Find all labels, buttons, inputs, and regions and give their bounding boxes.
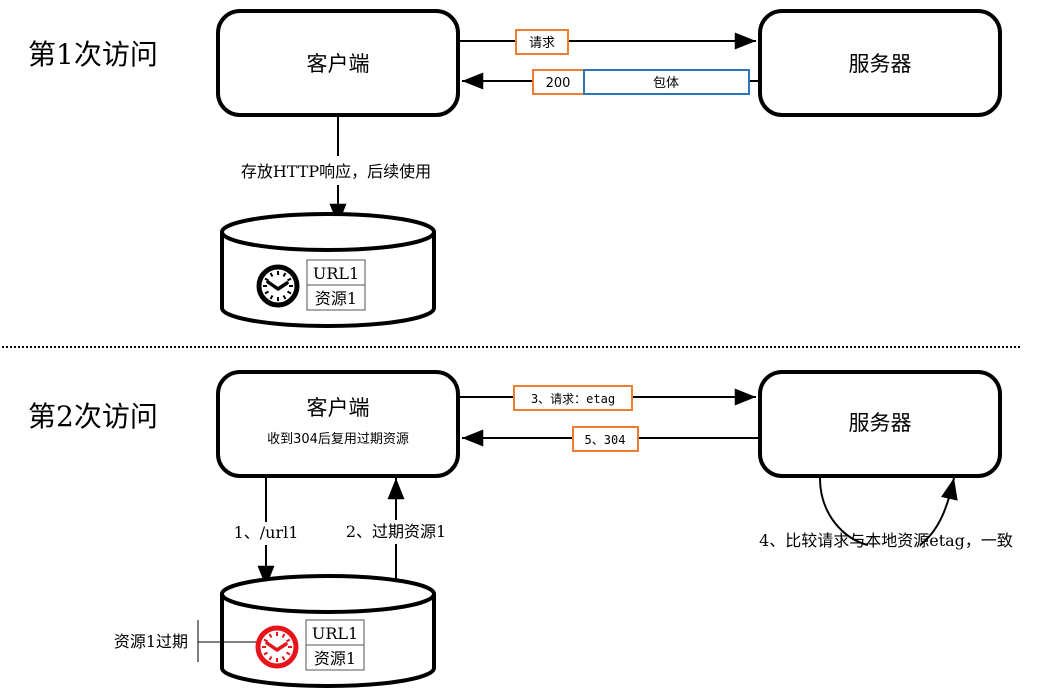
- lookup-label: 1、/url1: [234, 523, 299, 542]
- cache-entry: URL1 资源1: [305, 619, 365, 671]
- expired-note: 资源1过期: [114, 632, 188, 651]
- client-sublabel: 收到304后复用过期资源: [267, 432, 409, 447]
- server-node-2: 服务器: [758, 370, 1002, 478]
- store-label: 存放HTTP响应，后续使用: [241, 162, 431, 181]
- server-compare-label: 4、比较请求与本地资源etag，一致: [759, 531, 1013, 550]
- svg-text:200: 200: [546, 76, 571, 91]
- expired-clock-icon: [255, 625, 299, 669]
- visit-2-section: 第2次访问 客户端 收到304后复用过期资源 服务器 3、请求：etag 5、3…: [28, 370, 1013, 688]
- visit-2-title: 第2次访问: [28, 400, 158, 433]
- cache-entry: URL1 资源1: [306, 259, 366, 311]
- server-label: 服务器: [849, 411, 912, 435]
- clock-icon: [256, 264, 300, 308]
- svg-text:5、304: 5、304: [585, 433, 626, 447]
- compare-loop-arrow: [919, 477, 958, 546]
- cache-store-2: 资源1过期 URL1 资源1: [114, 574, 436, 688]
- server-node-1: 服务器: [758, 9, 1002, 117]
- client-node-2: 客户端 收到304后复用过期资源: [216, 370, 460, 478]
- cache-entry-key: URL1: [312, 624, 358, 643]
- svg-text:包体: 包体: [653, 76, 679, 91]
- client-node-1: 客户端: [216, 9, 460, 117]
- cache-entry-value: 资源1: [315, 289, 357, 308]
- visit-1-section: 第1次访问 客户端 服务器 请求 200 包体 存放HTTP响: [28, 9, 1002, 328]
- response-status-tag: 200: [532, 69, 585, 95]
- compare-loop-left: [819, 477, 869, 546]
- response-body-tag: 包体: [583, 69, 750, 95]
- visit-1-title: 第1次访问: [28, 38, 158, 71]
- not-modified-tag: 5、304: [572, 426, 639, 452]
- request-tag: 请求: [515, 29, 569, 55]
- cache-store-1: URL1 资源1: [220, 212, 436, 328]
- cache-entry-key: URL1: [313, 264, 359, 283]
- cache-entry-value: 资源1: [314, 649, 356, 668]
- svg-text:3、请求：etag: 3、请求：etag: [531, 392, 615, 406]
- server-label: 服务器: [849, 52, 912, 76]
- client-label: 客户端: [307, 396, 370, 420]
- etag-request-tag: 3、请求：etag: [513, 385, 633, 411]
- client-label: 客户端: [307, 52, 370, 76]
- svg-text:请求: 请求: [529, 36, 555, 51]
- expired-return-label: 2、过期资源1: [346, 522, 446, 541]
